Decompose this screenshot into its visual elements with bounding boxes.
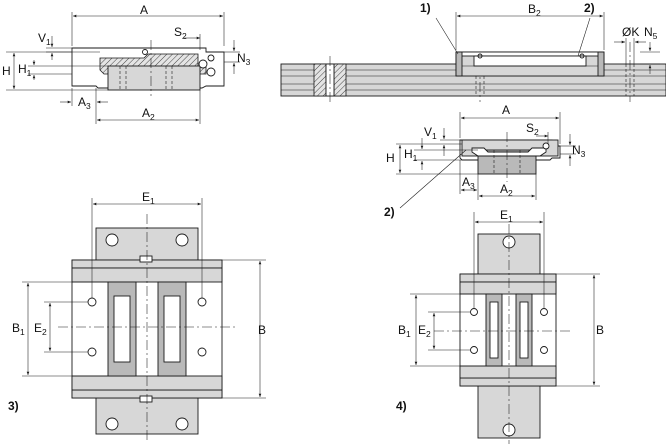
mr-label-V1: V1 — [424, 125, 437, 141]
br-label-E2: E2 — [418, 323, 431, 339]
tl-label-A2: A2 — [142, 106, 155, 122]
mr-callout-2: 2) — [384, 205, 395, 219]
mr-label-H1: H1 — [404, 147, 418, 163]
br-label-E1: E1 — [500, 208, 513, 224]
br-label-B: B — [596, 323, 604, 337]
mr-label-H: H — [386, 151, 395, 165]
tr-callout-1: 1) — [420, 1, 431, 15]
tl-label-N3: N3 — [237, 51, 251, 67]
tr-label-B2: B2 — [528, 2, 541, 18]
tr-label-K: ØK — [622, 25, 639, 39]
mr-label-S2: S2 — [526, 121, 539, 137]
mr-label-N3: N3 — [572, 143, 586, 159]
view-bottom-left-plan: E1 B1 E2 B 3) — [8, 190, 266, 440]
mr-label-A3: A3 — [462, 175, 475, 191]
bl-callout-3: 3) — [8, 399, 19, 413]
br-callout-4: 4) — [396, 399, 407, 413]
mr-label-A2: A2 — [500, 182, 513, 198]
view-top-right-side: B2 1) 2) ØK N5 — [280, 1, 666, 102]
tl-label-A3: A3 — [78, 95, 91, 111]
mr-label-A: A — [502, 103, 510, 117]
bl-label-E1: E1 — [142, 190, 155, 206]
tr-callout-2: 2) — [584, 1, 595, 15]
bl-label-B1: B1 — [12, 321, 25, 337]
view-middle-right-section: A S2 V1 H H1 N3 A3 A — [384, 103, 586, 219]
bl-label-B: B — [258, 323, 266, 337]
bl-label-E2: E2 — [34, 321, 47, 337]
tl-label-H: H — [2, 64, 11, 78]
br-label-B1: B1 — [398, 323, 411, 339]
tl-label-V1: V1 — [38, 31, 51, 47]
tr-label-N5: N5 — [644, 25, 658, 41]
tl-label-A: A — [140, 3, 148, 17]
view-top-left-section: A S2 V1 H H1 A3 A2 — [2, 3, 251, 124]
tl-label-H1: H1 — [18, 62, 32, 78]
view-bottom-right-plan: E1 B1 E2 B 4) — [396, 208, 604, 444]
tl-label-S2: S2 — [174, 25, 187, 41]
